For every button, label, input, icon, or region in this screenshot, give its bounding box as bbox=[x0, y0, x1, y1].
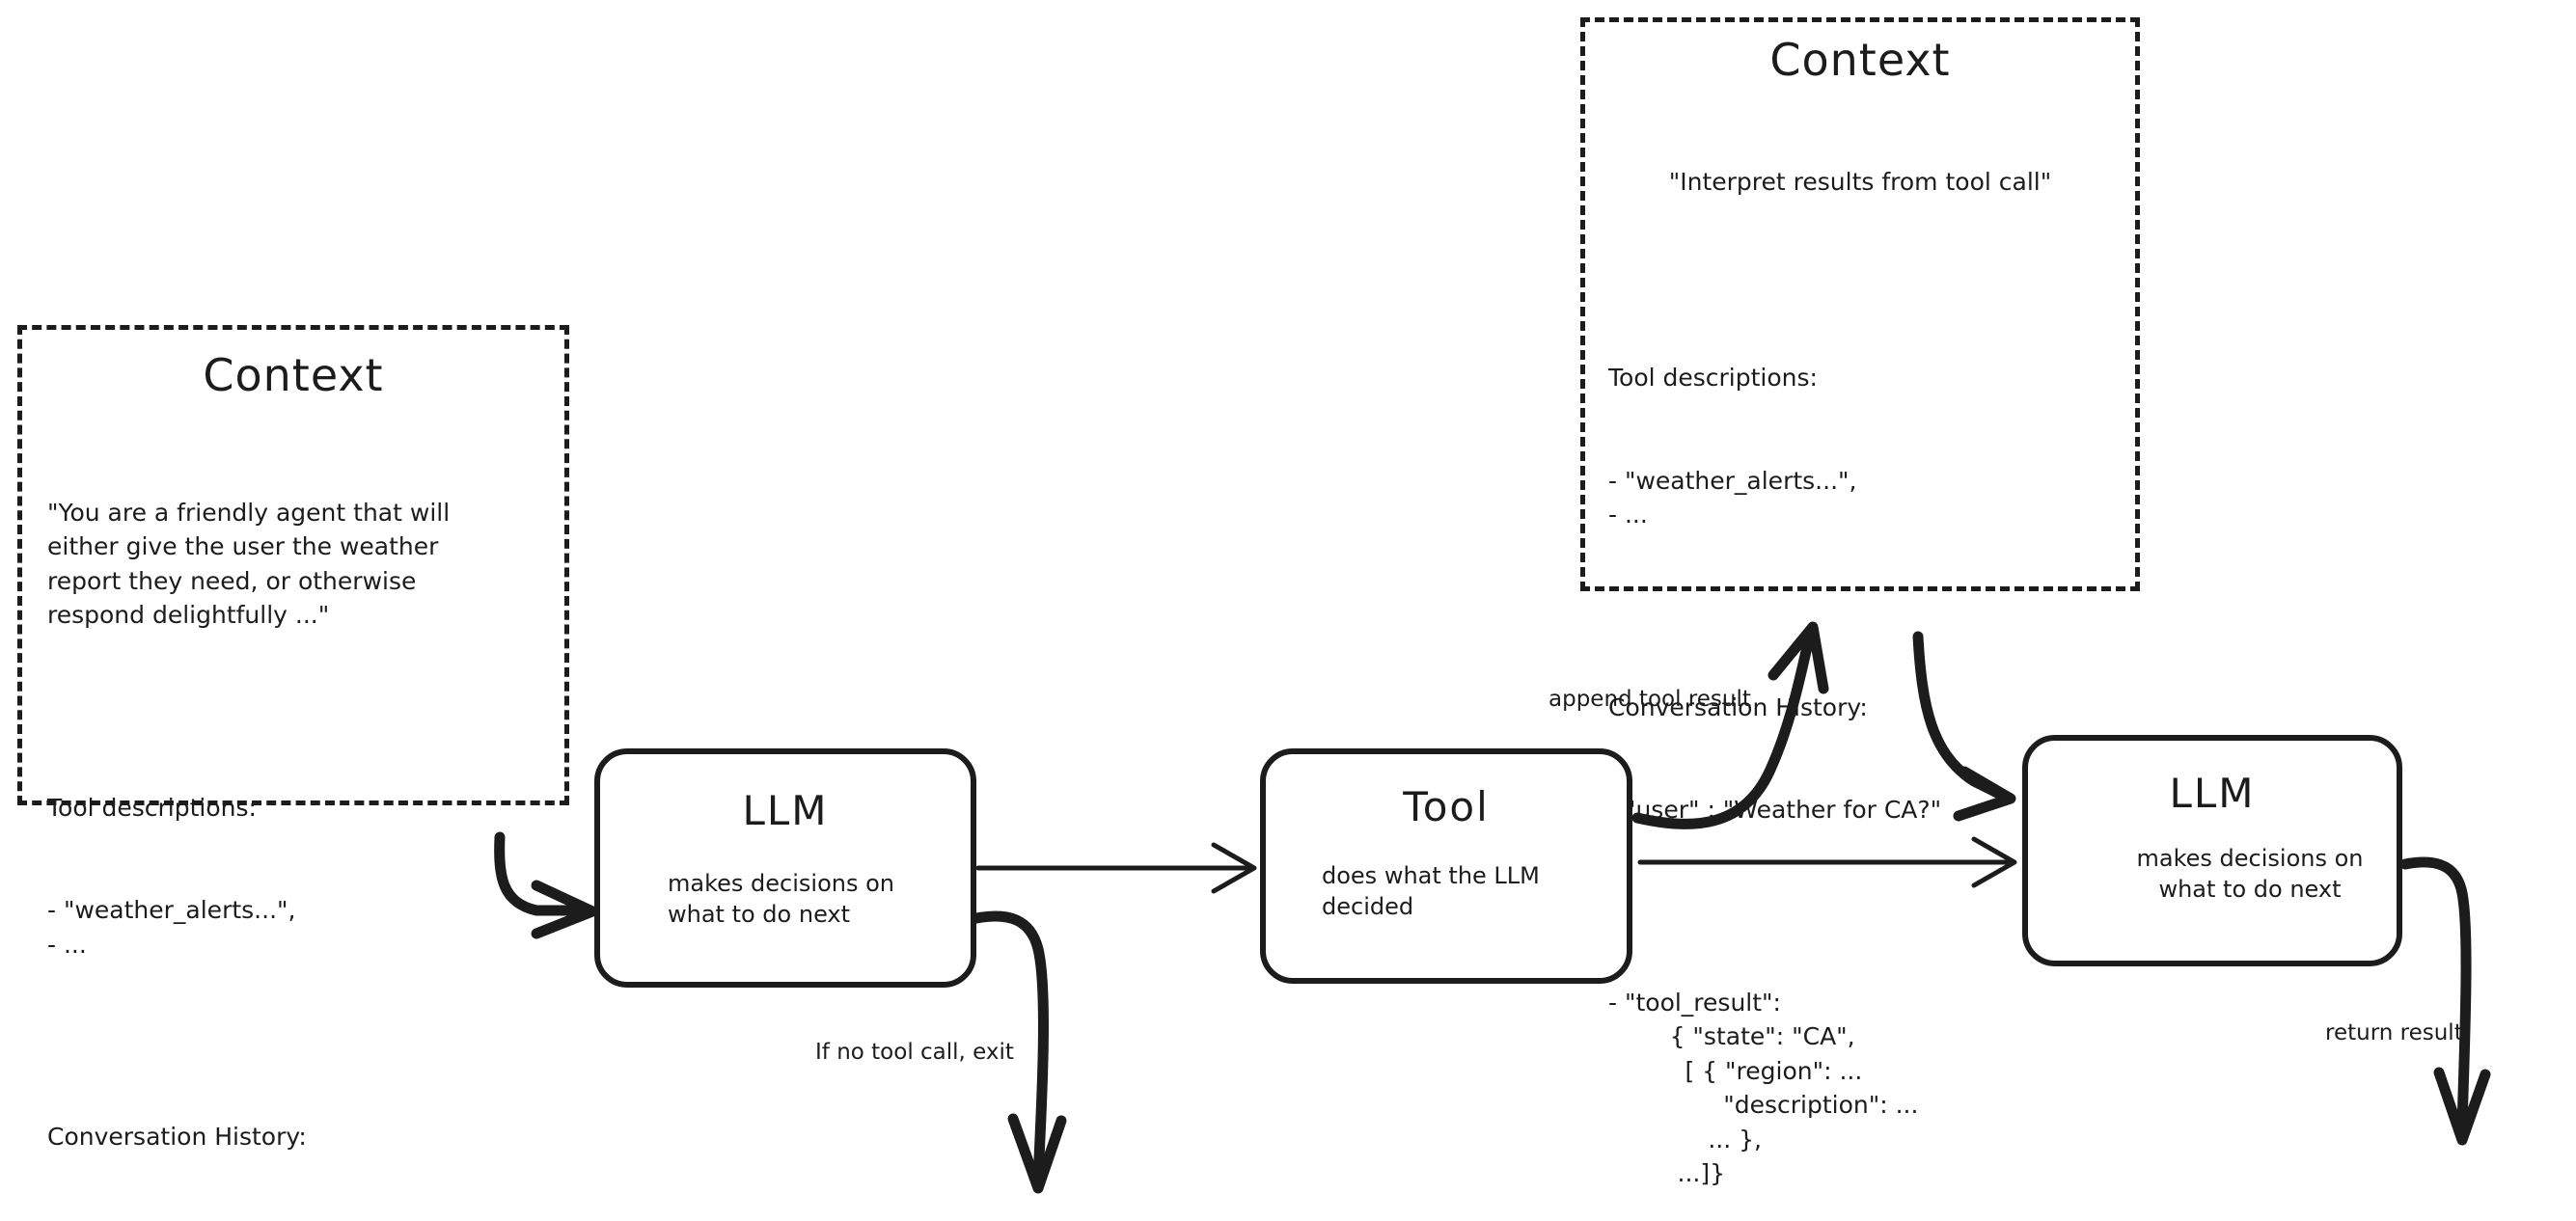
edge-label-return-result: return result bbox=[2325, 1020, 2463, 1045]
arrow-llm1-to-tool bbox=[975, 842, 1257, 894]
node-tool-title: Tool bbox=[1403, 783, 1490, 830]
context-left-system-prompt: "You are a friendly agent that will eith… bbox=[47, 498, 451, 630]
edge-label-if-no-tool-call-exit: If no tool call, exit bbox=[815, 1040, 1014, 1065]
context-right-conversation-tool-result: - "tool_result": { "state": "CA", [ { "r… bbox=[1608, 988, 1919, 1188]
spacer bbox=[47, 701, 539, 722]
spacer bbox=[1608, 601, 2112, 622]
spacer bbox=[1608, 271, 2112, 292]
node-llm-first-subtitle: makes decisions on what to do next bbox=[668, 870, 894, 929]
node-llm-second: LLM makes decisions on what to do next bbox=[2022, 735, 2402, 966]
context-right-tools-heading: Tool descriptions: bbox=[1608, 364, 1818, 393]
node-llm-first-title: LLM bbox=[742, 787, 829, 834]
node-tool: Tool does what the LLM decided bbox=[1260, 748, 1632, 984]
node-llm-second-subtitle: makes decisions on what to do next bbox=[2136, 845, 2364, 904]
context-left-tools-items: - "weather_alerts...", - ... bbox=[47, 896, 296, 959]
context-box-initial: Context "You are a friendly agent that w… bbox=[17, 325, 569, 1151]
node-tool-subtitle: does what the LLM decided bbox=[1322, 862, 1540, 921]
context-right-tools-items: - "weather_alerts...", - ... bbox=[1608, 466, 1857, 529]
context-right-title: Context bbox=[1769, 34, 1951, 86]
arrow-llm2-return bbox=[2399, 856, 2491, 1146]
context-left-conversation-heading: Conversation History: bbox=[47, 1123, 307, 1152]
node-llm-first: LLM makes decisions on what to do next bbox=[594, 748, 976, 988]
context-left-title: Context bbox=[203, 349, 384, 401]
context-box-after-tool: Context "Interpret results from tool cal… bbox=[1580, 17, 2140, 1187]
spacer bbox=[47, 1030, 539, 1051]
context-left-tools-heading: Tool descriptions: bbox=[47, 793, 257, 822]
edge-label-append-tool-result: append tool result bbox=[1548, 687, 1751, 712]
context-left-body: "You are a friendly agent that will eith… bbox=[47, 427, 539, 1221]
context-right-system-prompt: "Interpret results from tool call" bbox=[1668, 167, 2052, 196]
context-right-body: "Interpret results from tool call" Tool … bbox=[1608, 96, 2112, 1221]
node-llm-second-title: LLM bbox=[2169, 770, 2256, 817]
